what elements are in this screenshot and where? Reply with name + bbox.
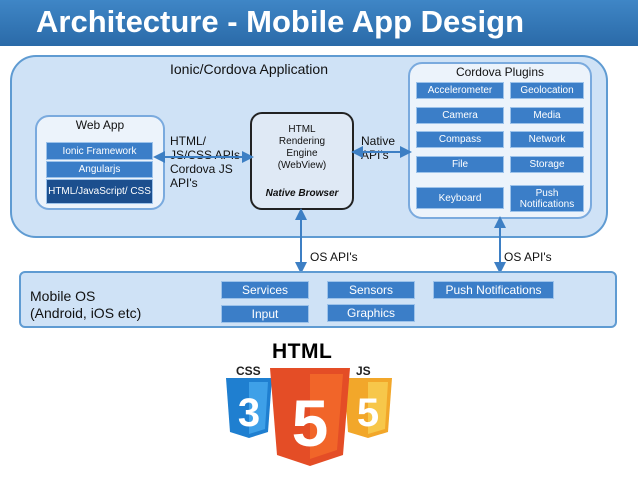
mobile-os-container — [19, 271, 617, 328]
engine-line: (WebView) — [277, 160, 327, 171]
plugin-push-notifications: Push Notifications — [510, 185, 584, 212]
os-item-sensors: Sensors — [327, 281, 415, 299]
css3-digit: 3 — [238, 391, 260, 435]
title-banner — [0, 0, 638, 46]
html5-shield-icon: 5 — [270, 368, 350, 466]
js-word: JS — [356, 364, 371, 378]
os-item-push-notifications: Push Notifications — [433, 281, 554, 299]
plugin-geolocation: Geolocation — [510, 82, 584, 99]
css-word: CSS — [236, 364, 261, 378]
plugin-camera: Camera — [416, 107, 504, 124]
plugin-keyboard: Keyboard — [416, 187, 504, 209]
engine-line: HTML — [288, 124, 316, 135]
os-item-input: Input — [221, 305, 309, 323]
plugin-network: Network — [510, 131, 584, 148]
mobile-os-title-line: Mobile OS — [30, 288, 96, 304]
mobile-os-title: Mobile OS (Android, iOS etc) — [30, 288, 141, 322]
mobile-os-title-line: (Android, iOS etc) — [30, 305, 142, 321]
native-api-label: Native API's — [361, 134, 395, 162]
html5-css3-js-logo: 3 5 5 — [226, 368, 392, 466]
web-app-title: Web App — [75, 118, 125, 132]
js-digit: 5 — [357, 391, 379, 435]
web-app-item-html-js-css: HTML/JavaScript/ CSS — [46, 179, 153, 204]
js-api-label-line: Cordova JS — [170, 162, 233, 176]
plugin-accelerometer: Accelerometer — [416, 82, 504, 99]
js-api-label-line: JS/CSS APIs — [170, 148, 241, 162]
plugin-file: File — [416, 156, 504, 173]
page-title: Architecture - Mobile App Design — [36, 4, 525, 39]
plugin-storage: Storage — [510, 156, 584, 173]
html5-digit: 5 — [292, 386, 329, 460]
engine-line: Engine — [286, 148, 318, 159]
js-api-label-line: API's — [170, 176, 198, 190]
plugin-media: Media — [510, 107, 584, 124]
rendering-engine-box — [250, 112, 354, 210]
os-api-label-right: OS API's — [504, 250, 552, 264]
native-api-label-line: Native — [361, 134, 396, 148]
js-api-label: HTML/ JS/CSS APIs Cordova JS API's — [170, 134, 240, 190]
js-shield-icon: 5 — [344, 378, 392, 438]
native-browser-label: Native Browser — [265, 188, 339, 199]
app-title: Ionic/Cordova Application — [170, 61, 328, 77]
os-item-graphics: Graphics — [327, 304, 415, 322]
js-api-label-line: HTML/ — [170, 134, 206, 148]
os-item-services: Services — [221, 281, 309, 299]
os-api-label-left: OS API's — [310, 250, 358, 264]
rendering-engine-label: HTML Rendering Engine (WebView) — [250, 124, 354, 172]
cordova-plugins-title: Cordova Plugins — [455, 65, 545, 79]
html-word: HTML — [272, 340, 333, 363]
web-app-item-angular: Angularjs — [46, 161, 153, 178]
plugin-compass: Compass — [416, 131, 504, 148]
web-app-item-ionic: Ionic Framework — [46, 142, 153, 160]
native-api-label-line: API's — [361, 148, 389, 162]
engine-line: Rendering — [278, 136, 326, 147]
css3-shield-icon: 3 — [226, 378, 272, 438]
